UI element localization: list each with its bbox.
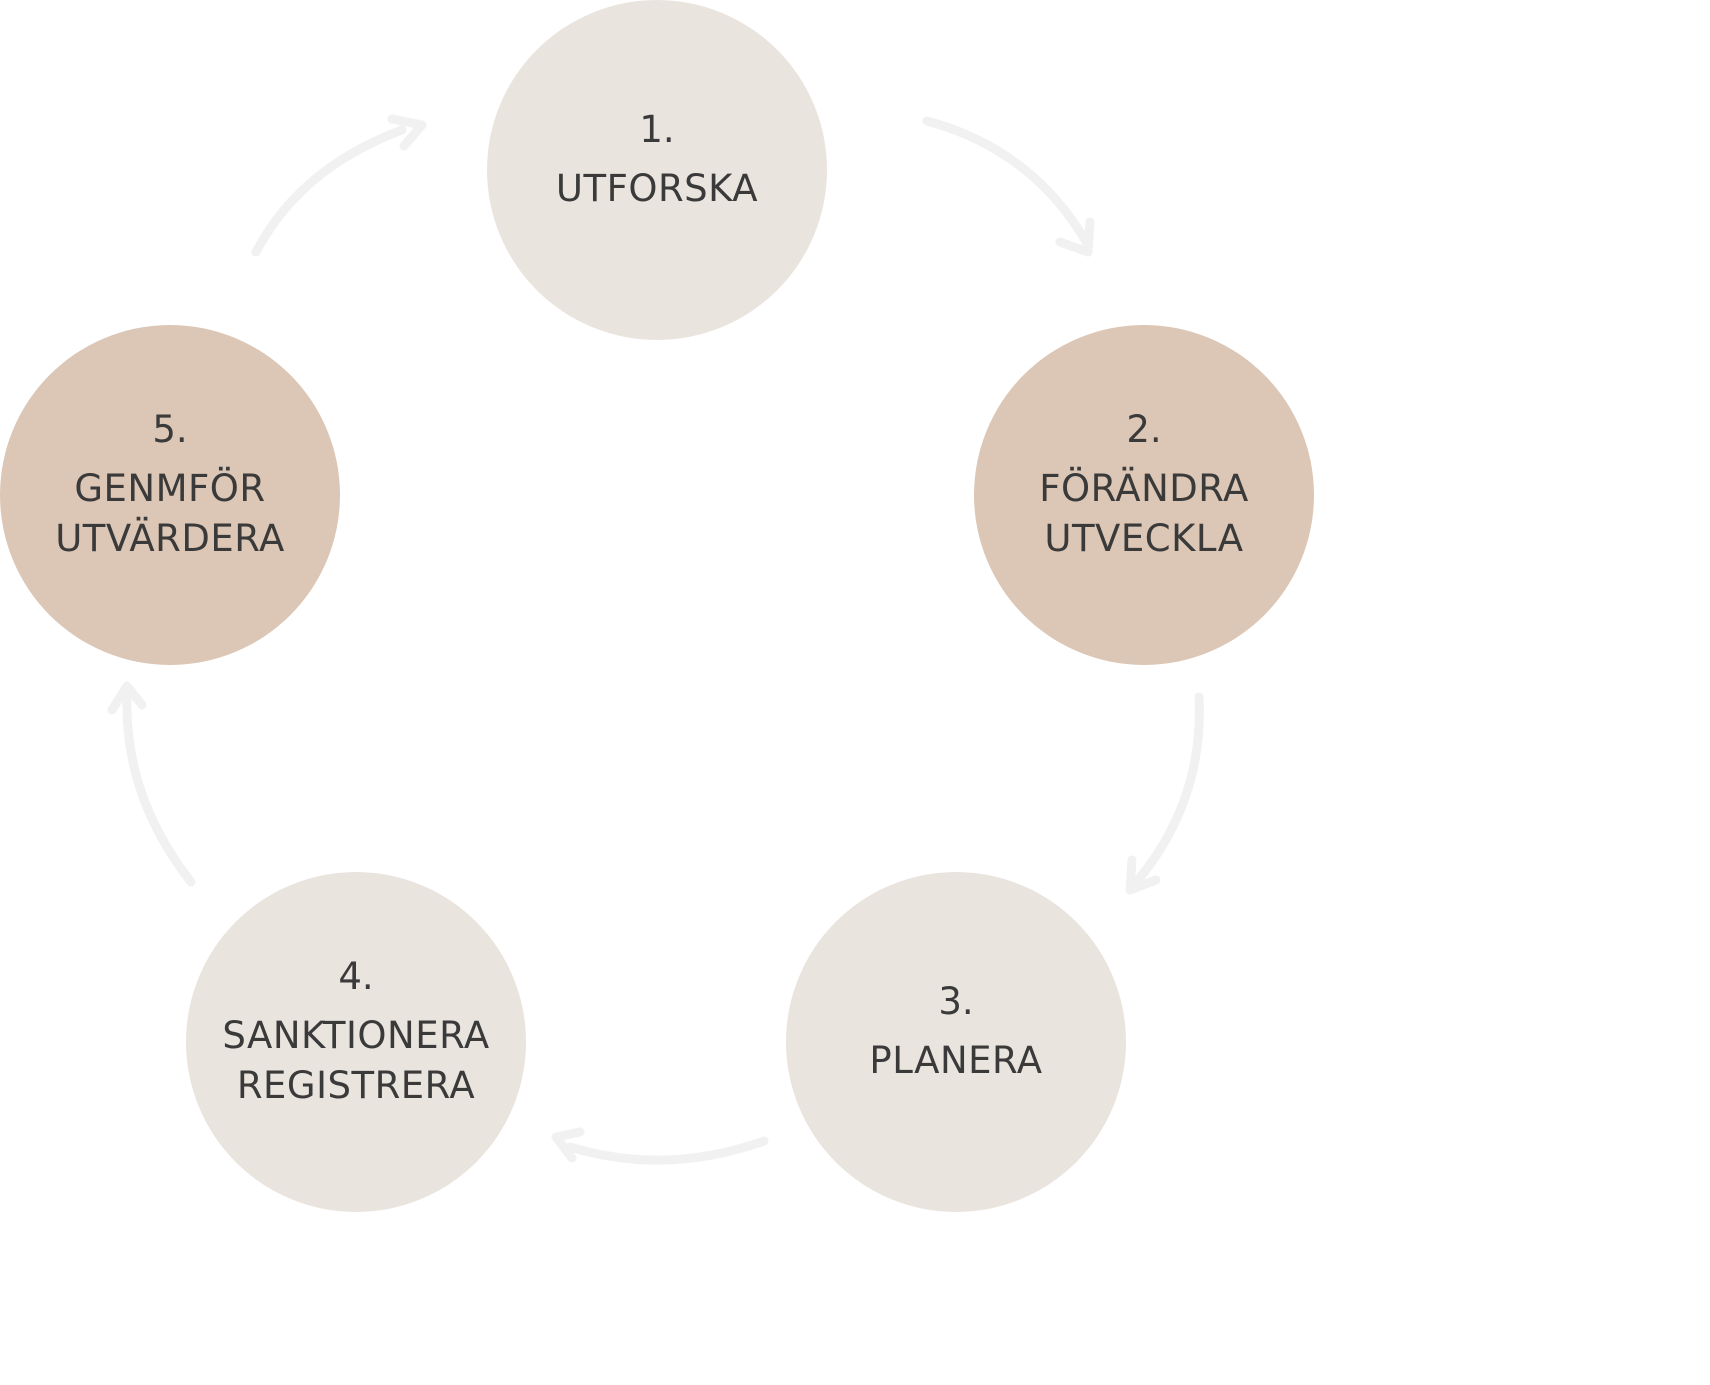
arrow-2-to-3 xyxy=(1125,692,1204,895)
step-5-genmfor-utvardera: 5. GENMFÖR UTVÄRDERA xyxy=(0,325,340,665)
step-label: UTFORSKA xyxy=(555,167,759,210)
step-2-forandra-utveckla: 2. FÖRÄNDRA UTVECKLA xyxy=(974,325,1314,665)
arrow-3-to-4 xyxy=(551,1127,769,1165)
step-label: FÖRÄNDRA xyxy=(1039,467,1249,510)
step-label: UTVECKLA xyxy=(1044,517,1244,560)
step-number: 2. xyxy=(1126,408,1162,451)
step-number: 4. xyxy=(338,955,374,998)
arrow-5-to-1 xyxy=(251,114,427,257)
step-number: 1. xyxy=(639,108,675,151)
step-number: 5. xyxy=(152,408,188,451)
step-3-planera: 3. PLANERA xyxy=(786,872,1126,1212)
step-number: 3. xyxy=(938,980,974,1023)
arrow-1-to-2 xyxy=(922,116,1095,257)
step-1-utforska: 1. UTFORSKA xyxy=(487,0,827,340)
step-label: SANKTIONERA xyxy=(222,1014,490,1057)
step-label: GENMFÖR xyxy=(74,467,266,510)
step-4-sanktionera-registrera: 4. SANKTIONERA REGISTRERA xyxy=(186,872,526,1212)
step-label: PLANERA xyxy=(869,1039,1043,1082)
arrow-4-to-5 xyxy=(107,681,196,887)
step-label: REGISTRERA xyxy=(236,1064,476,1107)
step-label: UTVÄRDERA xyxy=(55,517,285,560)
